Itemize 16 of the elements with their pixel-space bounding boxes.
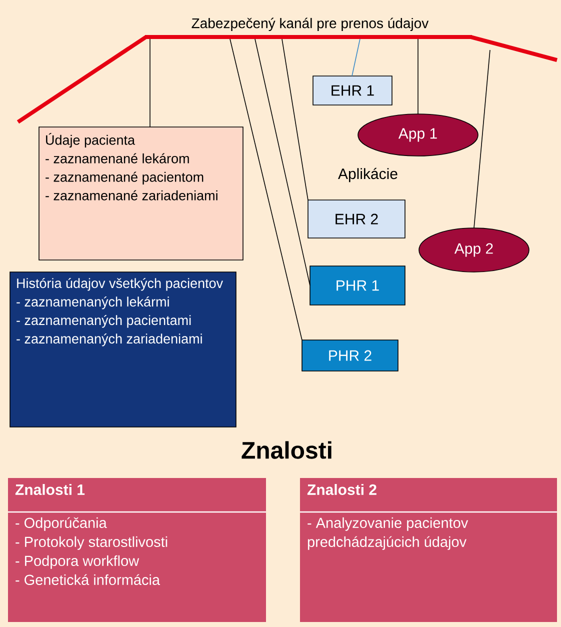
system-box: EHR 2 — [308, 200, 406, 238]
knowledge-card: Znalosti 1 - Odporúčania - Protokoly starostlivosti - Podpora workflow - Genetická informácia — [8, 478, 266, 622]
connector-line — [230, 38, 302, 340]
system-box: PHR 2 — [302, 340, 398, 372]
channel-label: Zabezpečený kanál pre prenos údajov — [192, 18, 429, 31]
channel-line — [16, 35, 558, 124]
data-box: Údaje pacienta - zaznamenané lekárom - zaznamenané pacientom - zaznamenané zariadeniami — [38, 126, 244, 260]
group-label: Aplikácie — [338, 168, 398, 182]
section-heading: Znalosti — [242, 441, 332, 459]
connector-line — [282, 38, 308, 200]
connector-line — [474, 50, 490, 228]
system-box: PHR 1 — [310, 266, 406, 306]
connector-line — [352, 38, 360, 76]
history-box: História údajov všetkých pacientov - zaznamenaných lekármi - zaznamenaných pacientami - zaznamenaných zariadeniami — [10, 272, 236, 428]
connector-line — [254, 38, 310, 286]
knowledge-card: Znalosti 2 - Analyzovanie pacientov predchádzajúcich údajov — [300, 478, 557, 622]
